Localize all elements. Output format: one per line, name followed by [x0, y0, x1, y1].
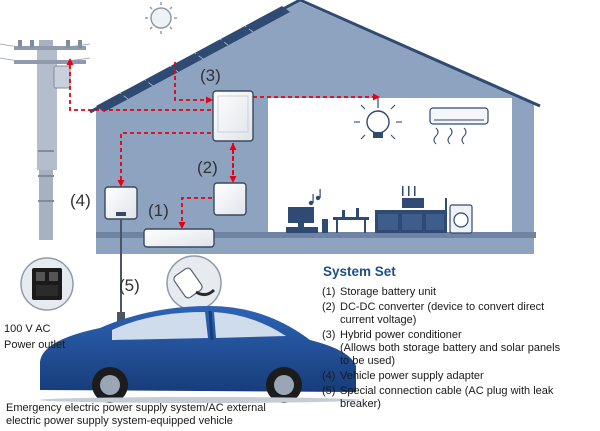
- outlet-name-label: Power outlet: [4, 339, 66, 351]
- special-connection-cable: [117, 219, 125, 322]
- living-room-furniture: [286, 186, 473, 234]
- label-unit-4: (4): [70, 191, 91, 210]
- system-set-list: (1) Storage battery unit (2) DC-DC conve…: [322, 286, 600, 413]
- label-unit-3: (3): [200, 66, 221, 85]
- cable-plug-icon: [166, 255, 222, 311]
- light-bulb-icon: [354, 98, 402, 140]
- label-unit-1: (1): [148, 201, 169, 220]
- dc-dc-converter: [213, 182, 247, 216]
- car-wheel-rear: [266, 367, 302, 403]
- label-unit-2: (2): [197, 158, 218, 177]
- outlet-voltage-label: 100 V AC: [4, 323, 51, 335]
- sun-icon: [145, 2, 177, 34]
- power-flow-arrows: [66, 58, 380, 229]
- system-set-item: (3) Hybrid power conditioner (Allows bot…: [322, 329, 561, 367]
- label-unit-5: (5): [119, 276, 140, 295]
- system-set-item: (2) DC-DC converter (device to convert d…: [322, 301, 545, 326]
- tv-icon: [286, 207, 318, 233]
- vehicle-power-supply-adapter: [104, 186, 138, 220]
- car: [40, 306, 360, 403]
- car-wheel-front: [92, 367, 128, 403]
- vehicle-caption: Emergency electric power supply system/A…: [6, 402, 266, 427]
- music-note-icon: [308, 189, 321, 206]
- system-set-item: (5) Special connection cable (AC plug wi…: [322, 385, 554, 410]
- power-outlet-icon: [20, 257, 74, 311]
- system-set-item: (4) Vehicle power supply adapter: [322, 370, 484, 382]
- system-set-item: (1) Storage battery unit: [322, 286, 437, 298]
- system-set-title: System Set: [323, 264, 396, 279]
- air-conditioner-icon: [429, 107, 489, 145]
- hybrid-power-conditioner: [212, 90, 254, 142]
- utility-pole-icon: [0, 40, 91, 240]
- solar-panel-icon: [89, 0, 541, 114]
- storage-battery-unit: [143, 228, 215, 248]
